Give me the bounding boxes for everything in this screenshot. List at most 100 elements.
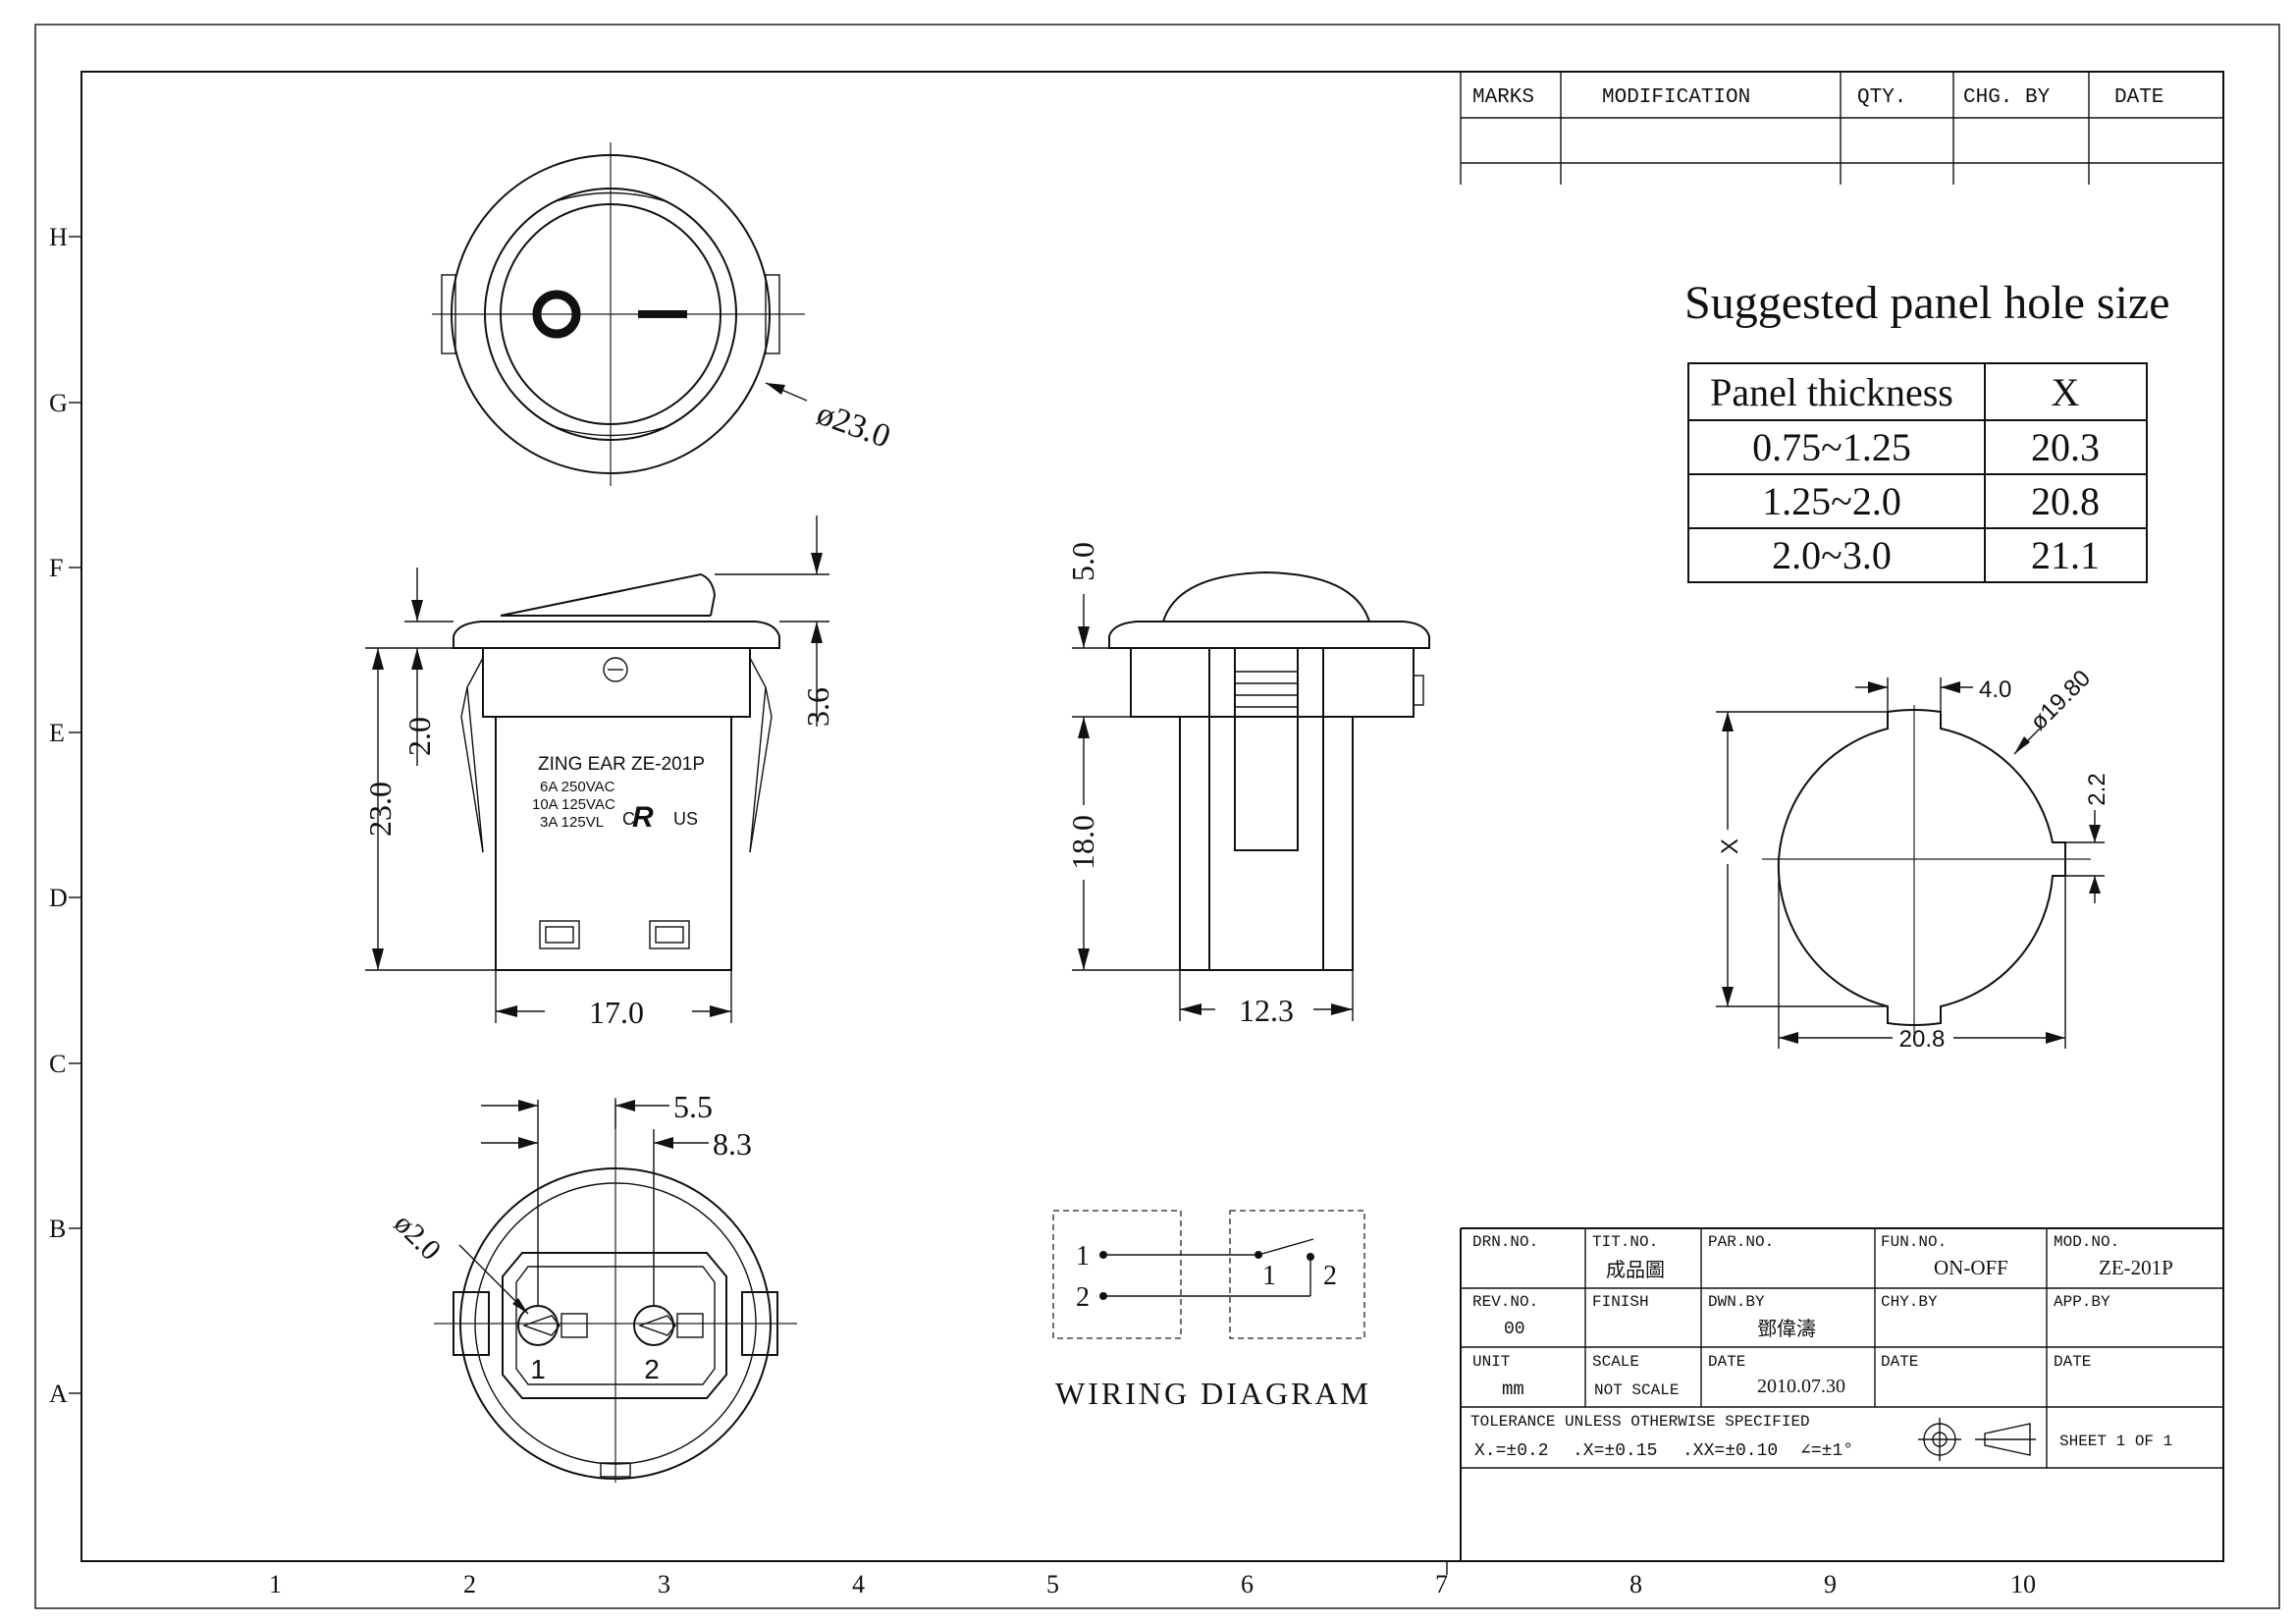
dim-pin-offset-a: 5.5 xyxy=(673,1089,713,1124)
col-marker: 10 xyxy=(2010,1570,2036,1598)
tb-unit-value: mm xyxy=(1502,1379,1524,1400)
tb-finish-label: FINISH xyxy=(1592,1293,1649,1311)
wiring-diagram: 1 2 1 2 WIRING DIAGRAM xyxy=(1052,1210,1371,1411)
row-markers: H G F E D C B A xyxy=(49,223,81,1408)
panel-cutout: 4.0 ø19.80 2.2 X 20.8 xyxy=(1716,665,2110,1053)
tb-rev-no-value: 00 xyxy=(1504,1320,1525,1339)
col-marker: 6 xyxy=(1241,1570,1254,1598)
row-marker: C xyxy=(49,1050,66,1078)
tb-chy-by-label: CHY.BY xyxy=(1881,1293,1938,1311)
tb-tit-no-value: 成品圖 xyxy=(1606,1259,1665,1281)
tb-unit-label: UNIT xyxy=(1472,1353,1510,1371)
tb-sheet: SHEET 1 OF 1 xyxy=(2059,1433,2172,1450)
wiring-left-2: 2 xyxy=(1076,1282,1090,1313)
dim-notch: 4.0 xyxy=(1979,677,2011,703)
projection-symbol-icon xyxy=(1918,1418,2036,1461)
top-view-diameter: ø23.0 xyxy=(812,396,895,456)
title-block: DRN.NO. TIT.NO. 成品圖 PAR.NO. FUN.NO. ON-O… xyxy=(1460,1227,2223,1561)
revision-header-marks: MARKS xyxy=(1472,86,1534,109)
tb-date2-label: DATE xyxy=(1881,1353,1918,1371)
revision-header-modification: MODIFICATION xyxy=(1602,86,1750,109)
tb-rev-no-label: REV.NO. xyxy=(1472,1293,1538,1311)
revision-header-chg-by: CHG. BY xyxy=(1963,86,2051,109)
revision-header-qty: QTY. xyxy=(1857,86,1906,109)
dim-pin-offset-b: 8.3 xyxy=(713,1126,752,1162)
switch-label-line3: 10A 125VAC xyxy=(532,796,615,813)
tb-tol-angle: ∠=±1° xyxy=(1800,1441,1853,1461)
tb-par-no-label: PAR.NO. xyxy=(1708,1233,1774,1251)
revision-block: MARKS MODIFICATION QTY. CHG. BY DATE xyxy=(1460,72,2223,185)
col-marker: 8 xyxy=(1629,1570,1642,1598)
tb-tit-no-label: TIT.NO. xyxy=(1592,1233,1658,1251)
row-marker: B xyxy=(49,1215,66,1243)
dim-height: 23.0 xyxy=(362,782,398,837)
tb-date3-label: DATE xyxy=(2054,1353,2091,1371)
tb-tol-xx: .X=±0.15 xyxy=(1573,1441,1657,1461)
tb-tol-xxx: .XX=±0.10 xyxy=(1682,1441,1778,1461)
dim-x: X xyxy=(1717,839,1743,854)
table-cell: 20.3 xyxy=(2031,425,2100,469)
dim-cutout-width: 20.8 xyxy=(1899,1026,1946,1053)
col-marker: 1 xyxy=(269,1570,282,1598)
tb-app-by-label: APP.BY xyxy=(2054,1293,2110,1311)
dim-rocker: 3.6 xyxy=(800,687,835,727)
col-marker: 3 xyxy=(658,1570,670,1598)
tb-tol-x: X.=±0.2 xyxy=(1474,1441,1549,1461)
row-marker: F xyxy=(49,554,63,582)
ul-logo-icon: R xyxy=(632,801,654,834)
col-marker: 2 xyxy=(463,1570,476,1598)
table-cell: 0.75~1.25 xyxy=(1752,425,1911,469)
col-marker: 7 xyxy=(1435,1570,1448,1598)
col-marker: 4 xyxy=(852,1570,865,1598)
side-view: 5.0 18.0 12.3 xyxy=(1065,542,1430,1028)
row-marker: E xyxy=(49,719,65,747)
dim-body: 18.0 xyxy=(1065,815,1100,870)
dim-step: 2.0 xyxy=(401,717,437,756)
column-markers: 1 2 3 4 5 6 7 8 9 10 xyxy=(269,1561,2036,1598)
table-cell: 2.0~3.0 xyxy=(1772,533,1892,577)
panel-hole-title: Suggested panel hole size xyxy=(1684,277,2170,329)
tb-drn-no-label: DRN.NO. xyxy=(1472,1233,1538,1251)
wiring-left-1: 1 xyxy=(1076,1241,1090,1272)
panel-hole-header-thickness: Panel thickness xyxy=(1710,370,1953,414)
col-marker: 5 xyxy=(1046,1570,1059,1598)
wiring-right-2: 2 xyxy=(1323,1261,1337,1291)
bottom-pin-2: 2 xyxy=(644,1354,660,1384)
row-marker: D xyxy=(49,884,68,912)
tb-scale-value: NOT SCALE xyxy=(1594,1381,1679,1399)
switch-label-line2: 6A 250VAC xyxy=(540,779,615,795)
dim-cutout-diameter: ø19.80 xyxy=(2025,665,2096,735)
row-marker: A xyxy=(49,1380,68,1408)
col-marker: 9 xyxy=(1824,1570,1837,1598)
wiring-right-1: 1 xyxy=(1262,1261,1276,1291)
outer-border xyxy=(34,24,2280,1609)
dim-pin-diameter: ø2.0 xyxy=(388,1208,447,1267)
table-cell: 21.1 xyxy=(2031,533,2100,577)
tb-mod-no-value: ZE-201P xyxy=(2099,1256,2173,1279)
tb-dwn-by-value: 鄧偉濤 xyxy=(1757,1318,1816,1340)
tb-date-value: 2010.07.30 xyxy=(1757,1376,1845,1397)
row-marker: G xyxy=(49,389,68,417)
panel-hole-table: Suggested panel hole size Panel thicknes… xyxy=(1684,277,2170,583)
tb-fun-no-value: ON-OFF xyxy=(1934,1256,2008,1279)
dim-width: 17.0 xyxy=(589,995,644,1030)
row-marker: H xyxy=(49,223,68,251)
tb-mod-no-label: MOD.NO. xyxy=(2054,1233,2119,1251)
bottom-view: 1 2 ø2.0 5.5 8.3 xyxy=(388,1089,797,1483)
tb-tolerance-label: TOLERANCE UNLESS OTHERWISE SPECIFIED xyxy=(1470,1413,1810,1431)
dim-width: 12.3 xyxy=(1239,993,1294,1028)
tb-fun-no-label: FUN.NO. xyxy=(1881,1233,1947,1251)
dim-top: 5.0 xyxy=(1065,542,1100,581)
table-cell: 1.25~2.0 xyxy=(1762,479,1901,523)
tb-dwn-by-label: DWN.BY xyxy=(1708,1293,1765,1311)
switch-label-line4: 3A 125VL xyxy=(540,814,604,831)
switch-label-line1: ZING EAR ZE-201P xyxy=(538,754,705,775)
wiring-title: WIRING DIAGRAM xyxy=(1055,1376,1371,1411)
revision-header-date: DATE xyxy=(2114,86,2163,109)
panel-hole-header-x: X xyxy=(2052,370,2080,414)
table-cell: 20.8 xyxy=(2031,479,2100,523)
dim-key: 2.2 xyxy=(2084,773,2110,805)
tb-scale-label: SCALE xyxy=(1592,1353,1639,1371)
top-view: ø23.0 xyxy=(432,142,895,486)
